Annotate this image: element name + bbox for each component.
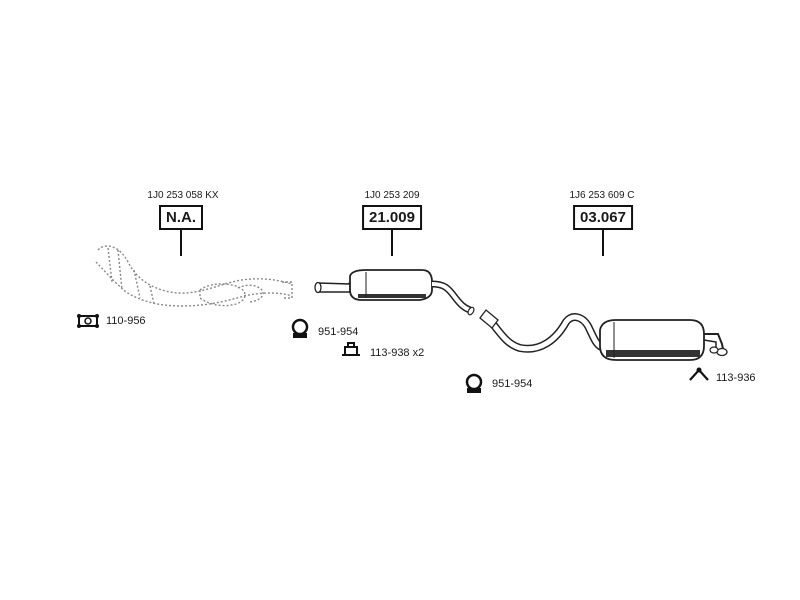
front-pipe-outline [95, 245, 293, 307]
middle-silencer-body [349, 269, 433, 301]
ref-box-front-pipe: N.A. [159, 205, 203, 230]
accessory-label-bracket: 113-938 x2 [370, 347, 425, 359]
clamp-icon [291, 318, 309, 338]
ref-box-middle-silencer: 21.009 [362, 205, 422, 230]
accessory-label-clamp-front: 951-954 [318, 326, 359, 338]
flange-gasket-icon [77, 314, 99, 328]
clamp-icon-rear [465, 373, 483, 393]
oe-number-middle-silencer: 1J0 253 209 [364, 190, 420, 201]
accessory-label-gasket: 110-956 [106, 315, 146, 327]
accessory-label-clamp-rear: 951-954 [492, 378, 533, 390]
ref-box-rear-silencer: 03.067 [573, 205, 633, 230]
oe-number-front-pipe: 1J0 253 058 KX [147, 190, 219, 201]
accessory-label-hanger: 113-936 [716, 372, 756, 384]
hanger-rubber-icon [689, 367, 709, 381]
middle-silencer-assembly [314, 269, 475, 316]
oe-number-rear-silencer: 1J6 253 609 C [569, 190, 635, 201]
rear-silencer-assembly [479, 309, 728, 361]
mounting-bracket-icon [342, 342, 360, 356]
